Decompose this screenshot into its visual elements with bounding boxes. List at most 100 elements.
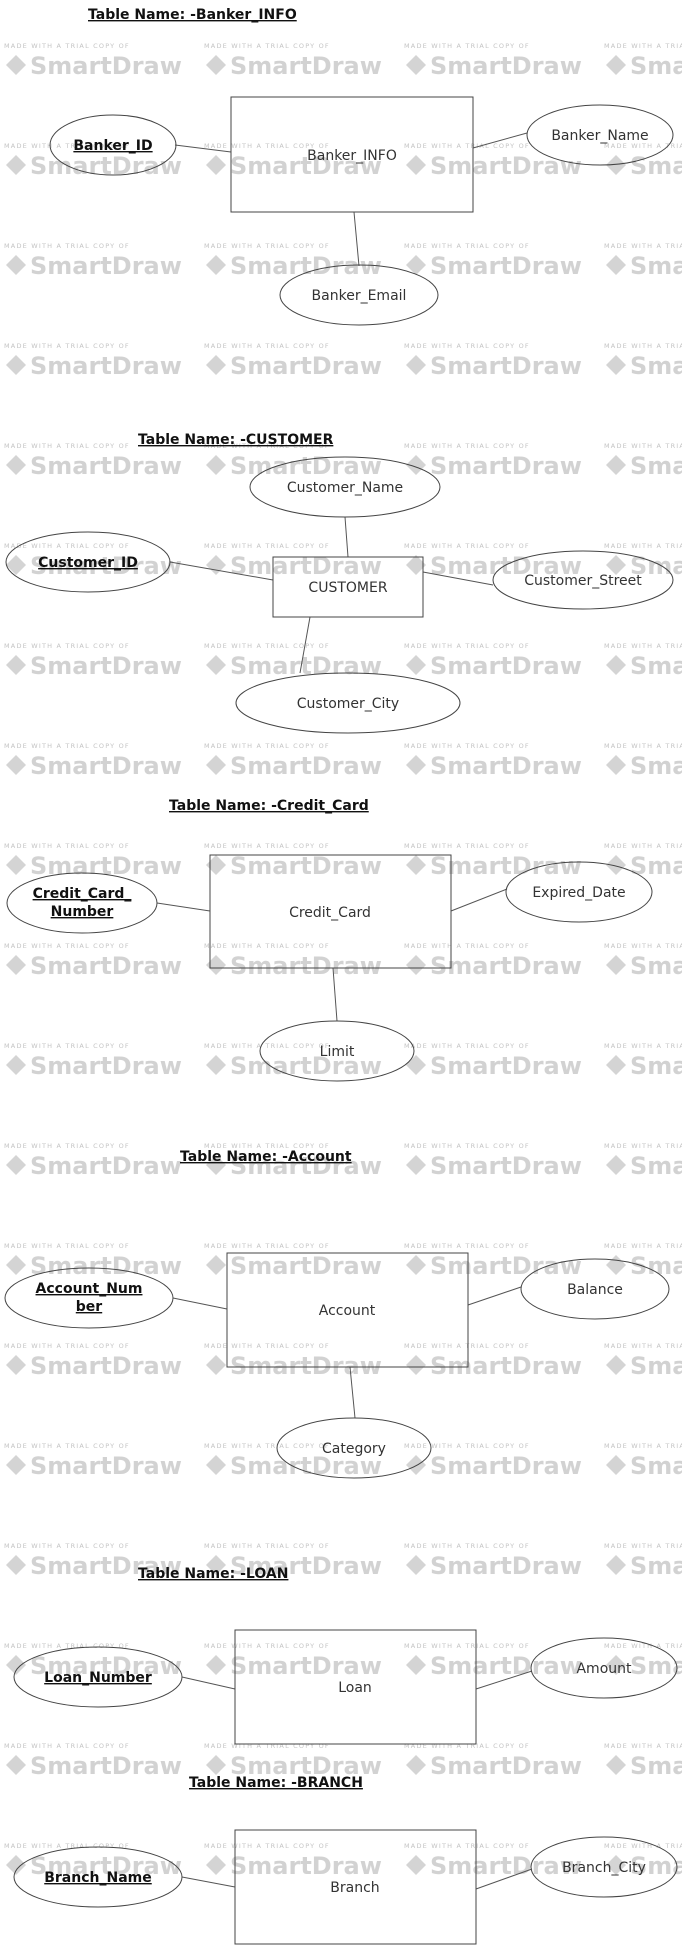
watermark-small-text: MADE WITH A TRIAL COPY OF: [604, 1542, 682, 1550]
watermark-brand-text: SmartDraw: [230, 352, 382, 380]
credit-card-entity-label: Credit_Card: [289, 905, 371, 921]
loan-table-heading: Table Name: -LOAN: [138, 1566, 288, 1582]
loan-entity[interactable]: [234, 1629, 477, 1745]
branch-name-label: Branch_Name: [44, 1870, 152, 1886]
branch-entity[interactable]: [234, 1829, 477, 1945]
customer-name-label: Customer_Name: [287, 480, 403, 496]
account-table-heading: Table Name: -Account: [180, 1149, 352, 1165]
watermark-logo-icon: [6, 1255, 26, 1275]
watermark-brand-text: SmartDraw: [30, 152, 182, 180]
account-section: Table Name: -Account Account Account_Num…: [4, 1149, 670, 1479]
watermark-small-text: MADE WITH A TRIAL COPY OF: [204, 42, 330, 50]
banker-id-attribute[interactable]: [49, 114, 177, 176]
customer-street-attribute[interactable]: [492, 550, 674, 610]
banker-name-attribute[interactable]: [526, 104, 674, 166]
watermark-logo-icon: [406, 1055, 426, 1075]
customer-name-attribute[interactable]: [249, 456, 441, 518]
account-number-attribute[interactable]: [4, 1267, 174, 1329]
watermark-logo-icon: [206, 55, 226, 75]
credit-card-entity[interactable]: [209, 854, 452, 969]
category-attribute[interactable]: [276, 1417, 432, 1479]
amount-attribute[interactable]: [530, 1637, 678, 1699]
branch-city-attribute[interactable]: [530, 1836, 678, 1898]
watermark-logo-icon: [406, 1555, 426, 1575]
watermark-small-text: MADE WITH A TRIAL COPY OF: [204, 1842, 330, 1850]
banker-info-entity[interactable]: [230, 96, 474, 213]
watermark-small-text: MADE WITH A TRIAL COPY OF: [404, 142, 530, 150]
watermark-brand-text: SmartDraw: [630, 852, 682, 880]
watermark-small-text: MADE WITH A TRIAL COPY OF: [404, 1742, 530, 1750]
watermark-small-text: MADE WITH A TRIAL COPY OF: [404, 1342, 530, 1350]
watermark-logo-icon: [606, 255, 626, 275]
watermark-brand-text: SmartDraw: [230, 1552, 382, 1580]
customer-id-attribute[interactable]: [5, 531, 171, 593]
balance-attribute[interactable]: [520, 1258, 670, 1320]
watermark-small-text: MADE WITH A TRIAL COPY OF: [404, 1442, 530, 1450]
watermark-small-text: MADE WITH A TRIAL COPY OF: [204, 1242, 330, 1250]
watermark-small-text: MADE WITH A TRIAL COPY OF: [604, 1342, 682, 1350]
watermark-brand-text: SmartDraw: [230, 652, 382, 680]
watermark-brand-text: SmartDraw: [30, 1252, 182, 1280]
watermark-brand-text: SmartDraw: [430, 1152, 582, 1180]
watermark-brand-text: SmartDraw: [30, 1052, 182, 1080]
limit-attribute[interactable]: [259, 1020, 415, 1082]
customer-entity[interactable]: [272, 556, 424, 618]
watermark-small-text: MADE WITH A TRIAL COPY OF: [4, 842, 130, 850]
watermark-brand-text: SmartDraw: [30, 52, 182, 80]
loan-number-attribute[interactable]: [13, 1646, 183, 1708]
watermark-logo-icon: [606, 1855, 626, 1875]
watermark-logo-icon: [206, 855, 226, 875]
watermark-small-text: MADE WITH A TRIAL COPY OF: [604, 1442, 682, 1450]
branch-city-connector: [475, 1868, 533, 1890]
watermark-small-text: MADE WITH A TRIAL COPY OF: [604, 1642, 682, 1650]
watermark-small-text: MADE WITH A TRIAL COPY OF: [404, 1542, 530, 1550]
customer-city-connector: [299, 616, 311, 674]
amount-connector: [475, 1670, 533, 1690]
banker-email-attribute[interactable]: [279, 264, 439, 326]
watermark-small-text: MADE WITH A TRIAL COPY OF: [604, 1242, 682, 1250]
customer-id-label: Customer_ID: [38, 555, 138, 571]
watermark-logo-icon: [206, 1155, 226, 1175]
branch-table-heading: Table Name: -BRANCH: [189, 1775, 363, 1791]
watermark-logo-icon: [6, 1855, 26, 1875]
branch-name-connector: [181, 1876, 236, 1888]
watermark-small-text: MADE WITH A TRIAL COPY OF: [604, 742, 682, 750]
watermark-small-text: MADE WITH A TRIAL COPY OF: [204, 1342, 330, 1350]
customer-city-attribute[interactable]: [235, 672, 461, 734]
watermark-logo-icon: [206, 1055, 226, 1075]
watermark-small-text: MADE WITH A TRIAL COPY OF: [404, 942, 530, 950]
watermark-brand-text: SmartDraw: [630, 552, 682, 580]
watermark-brand-text: SmartDraw: [630, 1152, 682, 1180]
watermark-logo-icon: [606, 555, 626, 575]
banker-table-heading: Table Name: -Banker_INFO: [88, 7, 297, 23]
watermark-small-text: MADE WITH A TRIAL COPY OF: [4, 1242, 130, 1250]
watermark-brand-text: SmartDraw: [630, 1252, 682, 1280]
credit-card-number-attribute[interactable]: [6, 872, 158, 934]
watermark-brand-text: SmartDraw: [430, 352, 582, 380]
branch-name-attribute[interactable]: [13, 1846, 183, 1908]
account-entity[interactable]: [226, 1252, 469, 1368]
banker-id-label: Banker_ID: [73, 138, 152, 154]
category-label: Category: [322, 1441, 386, 1457]
expired-date-attribute[interactable]: [505, 861, 653, 923]
watermark-small-text: MADE WITH A TRIAL COPY OF: [4, 42, 130, 50]
watermark-brand-text: SmartDraw: [30, 252, 182, 280]
